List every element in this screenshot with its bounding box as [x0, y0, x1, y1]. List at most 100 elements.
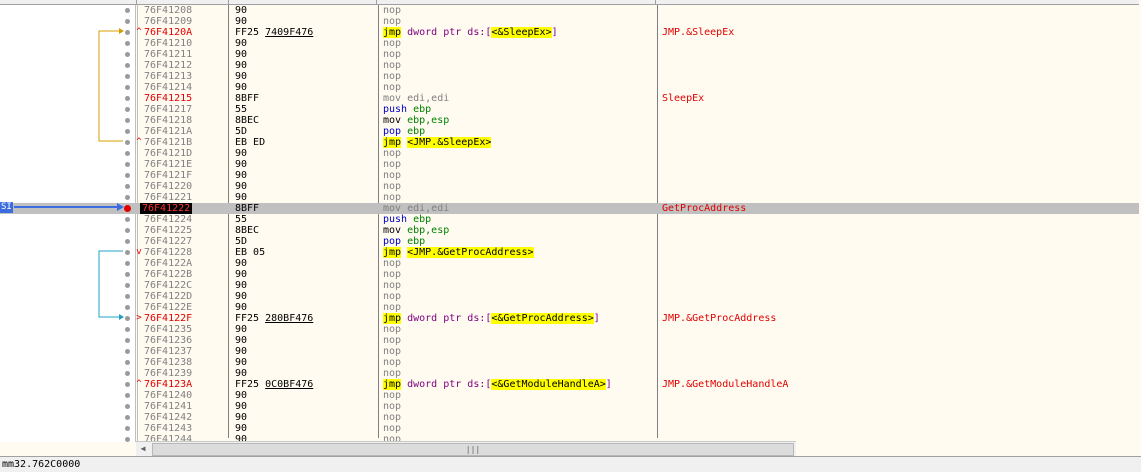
- jump-target[interactable]: <&SleepEx>: [491, 27, 552, 38]
- breakpoint-dot-icon[interactable]: [125, 107, 130, 112]
- header-divider[interactable]: [376, 0, 377, 4]
- breakpoint-dot-icon[interactable]: [125, 261, 130, 266]
- breakpoint-dot-icon[interactable]: [125, 316, 130, 321]
- breakpoint-dot-icon[interactable]: [125, 118, 130, 123]
- jump-target[interactable]: <JMP.&SleepEx>: [407, 137, 492, 148]
- breakpoint-dot-icon[interactable]: [124, 205, 131, 212]
- breakpoint-dot-icon[interactable]: [125, 426, 130, 431]
- breakpoint-dot-icon[interactable]: [125, 140, 130, 145]
- horizontal-scrollbar[interactable]: ◀ |||: [136, 441, 796, 456]
- breakpoint-dot-icon[interactable]: [125, 393, 130, 398]
- breakpoint-dot-icon[interactable]: [125, 30, 130, 35]
- scroll-thumb[interactable]: |||: [152, 443, 794, 456]
- row-instruction: pop ebp: [383, 126, 425, 137]
- breakpoint-dot-icon[interactable]: [125, 349, 130, 354]
- breakpoint-dot-icon[interactable]: [125, 382, 130, 387]
- breakpoint-dot-icon[interactable]: [125, 404, 130, 409]
- scroll-left-icon[interactable]: ◀: [140, 444, 146, 453]
- jump-target[interactable]: <&GetModuleHandleA>: [491, 379, 606, 390]
- breakpoint-dot-icon[interactable]: [125, 184, 130, 189]
- breakpoint-dot-icon[interactable]: [125, 19, 130, 24]
- breakpoint-dot-icon[interactable]: [125, 173, 130, 178]
- header-divider[interactable]: [655, 0, 656, 4]
- breakpoint-dot-icon[interactable]: [125, 195, 130, 200]
- row-instruction: nop: [383, 82, 401, 93]
- breakpoint-dot-icon[interactable]: [125, 338, 130, 343]
- breakpoint-dot-icon[interactable]: [125, 371, 130, 376]
- breakpoint-dot-icon[interactable]: [125, 8, 130, 13]
- breakpoint-dot-icon[interactable]: [125, 294, 130, 299]
- breakpoint-dot-icon[interactable]: [125, 63, 130, 68]
- breakpoint-dot-icon[interactable]: [125, 162, 130, 167]
- breakpoint-dot-icon[interactable]: [125, 129, 130, 134]
- jump-target[interactable]: <&GetProcAddress>: [491, 313, 594, 324]
- breakpoint-dot-icon[interactable]: [125, 41, 130, 46]
- breakpoint-dot-icon[interactable]: [125, 272, 130, 277]
- breakpoint-dot-icon[interactable]: [125, 283, 130, 288]
- breakpoint-dot-icon[interactable]: [125, 437, 130, 442]
- row-address: 76F4122E: [144, 302, 193, 313]
- breakpoint-dot-icon[interactable]: [125, 96, 130, 101]
- header-divider[interactable]: [228, 0, 229, 4]
- breakpoint-dot-icon[interactable]: [125, 74, 130, 79]
- row-address: 76F41244: [144, 434, 193, 445]
- breakpoint-dot-icon[interactable]: [125, 415, 130, 420]
- breakpoint-dot-icon[interactable]: [125, 239, 130, 244]
- breakpoint-dot-icon[interactable]: [125, 217, 130, 222]
- breakpoint-dot-icon[interactable]: [125, 250, 130, 255]
- breakpoint-dot-icon[interactable]: [125, 85, 130, 90]
- breakpoint-dot-icon[interactable]: [125, 360, 130, 365]
- header-divider[interactable]: [136, 0, 137, 4]
- breakpoint-dot-icon[interactable]: [125, 52, 130, 57]
- jump-target[interactable]: <JMP.&GetProcAddress>: [407, 247, 534, 258]
- row-bytes: 90: [235, 71, 247, 82]
- bytes-reference: 7409F476: [265, 27, 314, 38]
- row-address: 76F4121A: [144, 126, 193, 137]
- breakpoint-dot-icon[interactable]: [125, 151, 130, 156]
- breakpoint-dot-icon[interactable]: [125, 305, 130, 310]
- breakpoint-dot-icon[interactable]: [125, 228, 130, 233]
- breakpoint-dot-icon[interactable]: [125, 327, 130, 332]
